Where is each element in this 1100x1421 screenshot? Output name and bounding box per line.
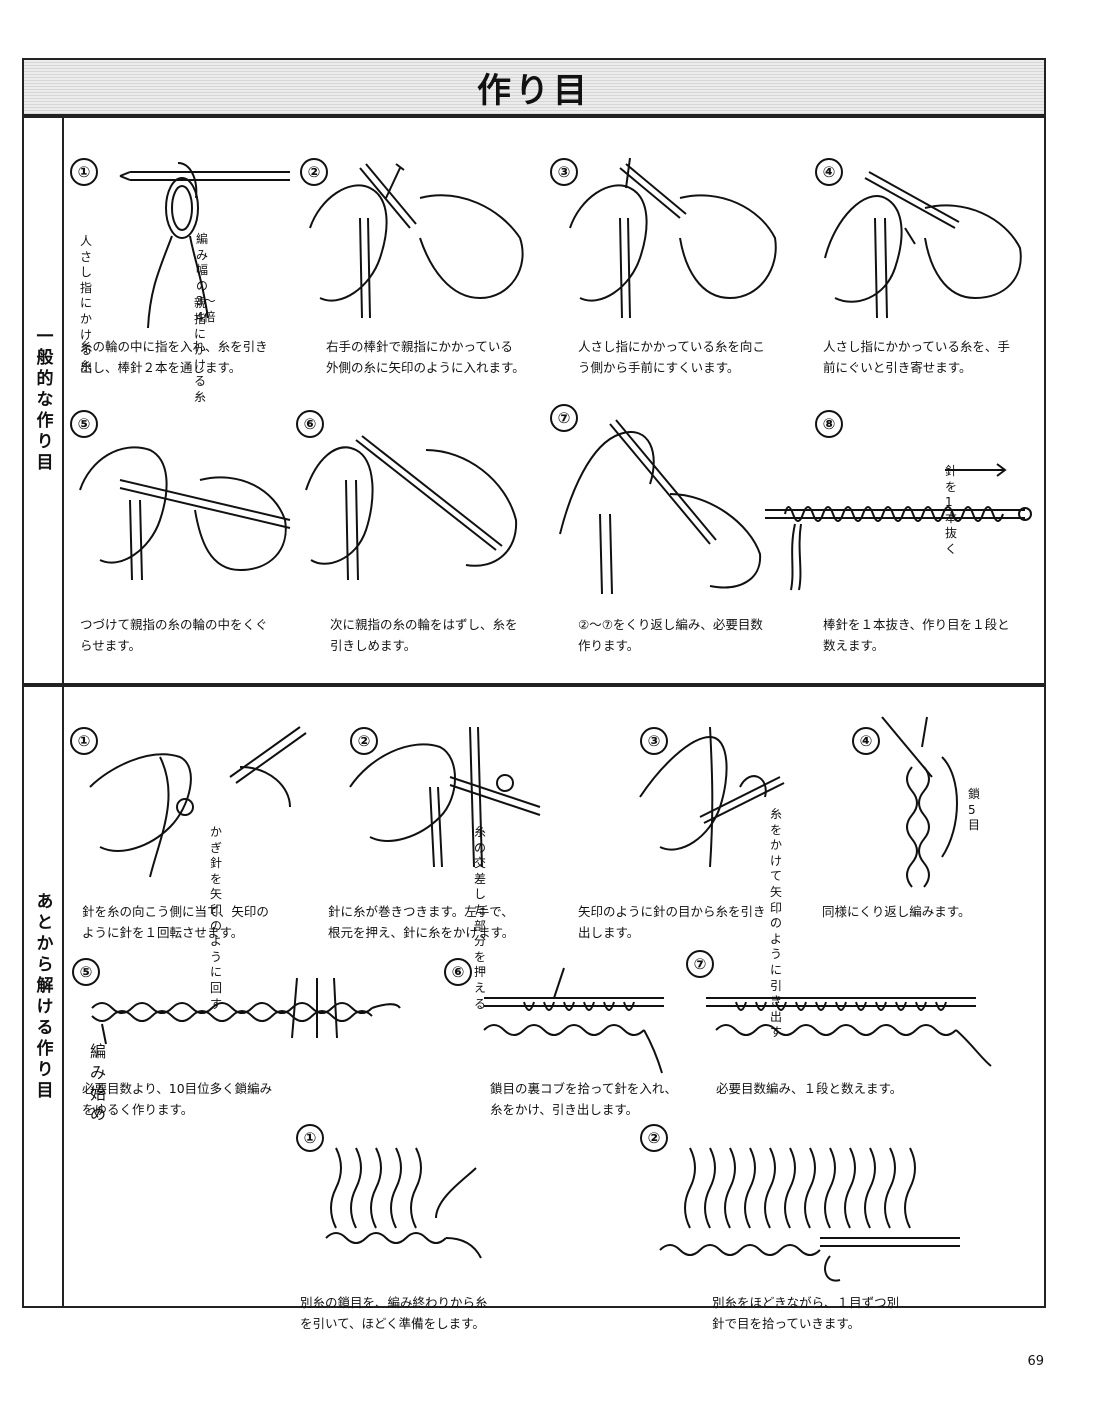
step-number: ⑥: [296, 410, 324, 438]
illustration-pull-through: [639, 726, 840, 868]
step-caption: 棒針を１本抜き、作り目を１段と 数えます。: [823, 617, 1010, 654]
section-general-cast-on: 一般的な作り目: [22, 116, 1046, 685]
section-side-label: 一般的な作り目: [24, 118, 64, 683]
step-number: ①: [70, 727, 98, 755]
step-number: ①: [296, 1124, 324, 1152]
illustration-repeat: [550, 414, 780, 595]
section-provisional-cast-on: あとから解ける作り目: [22, 685, 1046, 1308]
illustration-pick-up-stitches: [650, 1138, 970, 1288]
step-caption: 右手の棒針で親指にかかっている 外側の糸に矢印のように入れます。: [326, 339, 525, 376]
step-number: ③: [550, 158, 578, 186]
illustration-scoop-thread: [550, 157, 780, 328]
step-number: ④: [815, 158, 843, 186]
step-caption: 糸の輪の中に指を入れ、糸を引き 出し、棒針２本を通します。: [80, 339, 268, 376]
step-number: ①: [70, 158, 98, 186]
step-caption: 人さし指にかかっている糸を向こ う側から手前にすくいます。: [578, 339, 765, 376]
step-caption: 鎖目の裏コブを拾って針を入れ、 糸をかけ、引き出します。: [490, 1081, 678, 1118]
step-caption: 別糸の鎖目を、編み終わりから糸 を引いて、ほどく準備をします。: [300, 1295, 488, 1332]
illustration-crochet-hook-turn: [89, 726, 310, 878]
illustration-wrap-yarn: [349, 726, 560, 868]
step-number: ②: [350, 727, 378, 755]
step-caption: 次に親指の糸の輪をはずし、糸を 引きしめます。: [330, 617, 518, 654]
step-caption: 別糸をほどきながら、１目ずつ別 針で目を拾っていきます。: [712, 1295, 900, 1332]
label-yarn-over: 糸をかけて矢印 のように引き出す: [770, 807, 783, 1040]
page-title: 作り目: [477, 70, 591, 111]
step-number: ③: [640, 727, 668, 755]
step-caption: 人さし指にかかっている糸を、手 前にぐいと引き寄せます。: [823, 339, 1010, 376]
illustration-slipknot-needles: [90, 158, 310, 329]
illustration-unravel-prep: [325, 1138, 496, 1278]
illustration-pick-up-bumps: [483, 967, 684, 1078]
illustration-stitches-on-needle: [706, 968, 1006, 1078]
step-caption: つづけて親指の糸の輪の中をくぐ らせます。: [80, 617, 268, 654]
label-hold-cross: 糸の交差した 部分を押える: [474, 825, 487, 1011]
step-number: ⑤: [70, 410, 98, 438]
illustration-loose-chain: [82, 968, 402, 1048]
step-caption: 針に糸が巻きつきます。左手で、 根元を押え、針に糸をかけます。: [328, 904, 515, 941]
label-width-ratio: 編み幅の 3〜4倍: [196, 232, 216, 324]
step-number: ⑤: [72, 958, 100, 986]
step-caption: 必要目数編み、１段と数えます。: [716, 1081, 903, 1096]
label-five-chains: 鎖5目: [968, 787, 981, 833]
label-thumb-thread: 親指にかける糸: [194, 296, 207, 404]
step-number: ②: [640, 1124, 668, 1152]
step-caption: ②〜⑦をくり返し編み、必要目数 作ります。: [578, 617, 763, 654]
step-caption: 矢印のように針の目から糸を引き 出します。: [578, 904, 766, 941]
illustration-pull-thread: [815, 158, 1025, 328]
section-side-label: あとから解ける作り目: [24, 687, 64, 1306]
step-caption: 針を糸の向こう側に当て、矢印の ように針を１回転させます。: [82, 904, 269, 941]
label-turn-hook: かぎ針を矢印の ように回す: [210, 825, 223, 1011]
illustration-chain: [872, 716, 982, 897]
page-title-bar: 作り目: [22, 58, 1046, 116]
step-caption: 同様にくり返し編みます。: [822, 904, 971, 919]
illustration-tighten: [296, 420, 526, 590]
illustration-thumb-loop: [70, 420, 300, 590]
illustration-cast-on-row: [765, 450, 1035, 591]
page-number: 69: [1027, 1354, 1044, 1369]
step-number: ⑧: [815, 410, 843, 438]
step-number: ⑦: [550, 404, 578, 432]
step-number: ④: [852, 727, 880, 755]
label-start: 編み始め: [90, 1042, 107, 1124]
label-remove-needle: 針を1本抜く: [945, 464, 958, 556]
label-index-thread: 人さし指に かける糸: [80, 234, 93, 373]
step-caption: 必要目数より、10目位多く鎖編み をゆるく作ります。: [82, 1081, 273, 1118]
step-number: ②: [300, 158, 328, 186]
step-number: ⑥: [444, 958, 472, 986]
step-number: ⑦: [686, 950, 714, 978]
illustration-hands-needle: [300, 158, 530, 328]
